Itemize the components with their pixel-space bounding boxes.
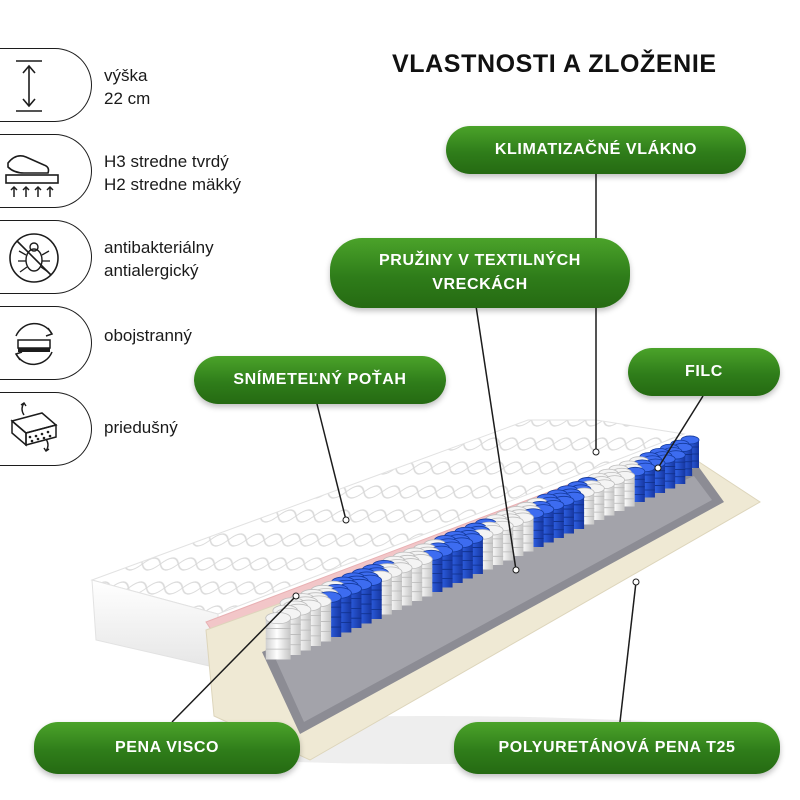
feature-firmness — [0, 134, 92, 208]
label-klimatizacne-vlakno: KLIMATIZAČNÉ VLÁKNO — [446, 126, 746, 174]
label-text: KLIMATIZAČNÉ VLÁKNO — [494, 141, 698, 158]
reversible-icon — [14, 322, 54, 366]
feature-reversible — [0, 306, 92, 380]
leader-dot — [342, 516, 350, 524]
feature-antibacterial-text: antibakteriálny antialergický — [104, 236, 214, 282]
leader-line-snimetelny — [315, 399, 347, 521]
label-text: SNÍMETEĽNÝ POŤAH — [233, 371, 407, 388]
label-text: PRUŽINY V TEXTILNÝCH — [379, 252, 581, 269]
leader-dot — [592, 448, 600, 456]
label-text: FILC — [685, 363, 723, 380]
leader-dot — [292, 592, 300, 600]
leader-dot — [632, 578, 640, 586]
height-arrow-icon — [16, 60, 42, 112]
feature-text-line: antialergický — [104, 261, 199, 280]
leader-line-visco — [171, 595, 297, 723]
leader-dot — [512, 566, 520, 574]
leader-line-polyuretan — [619, 581, 637, 723]
label-snimetelny-potah: SNÍMETEĽNÝ POŤAH — [194, 356, 446, 404]
feature-text-line: H3 stredne tvrdý — [104, 152, 229, 171]
label-text: VRECKÁCH — [432, 276, 528, 293]
felt-layer-inner — [276, 476, 712, 722]
feature-breathable-text: priedušný — [104, 416, 178, 439]
label-text: PENA VISCO — [114, 739, 220, 756]
feature-breathable — [0, 392, 92, 466]
label-pruziny: PRUŽINY V TEXTILNÝCH VRECKÁCH — [330, 238, 630, 308]
label-pena-visco: PENA VISCO — [34, 722, 300, 774]
feature-firmness-text: H3 stredne tvrdý H2 stredne mäkký — [104, 150, 241, 196]
pocket-springs — [265, 435, 700, 660]
firmness-icon — [5, 155, 59, 197]
section-title: VLASTNOSTI A ZLOŽENIE — [392, 50, 717, 78]
feature-text-line: výška — [104, 66, 148, 85]
feature-height — [0, 48, 92, 122]
leader-dot — [654, 464, 662, 472]
label-text: POLYURETÁNOVÁ PENA T25 — [498, 739, 736, 756]
feature-reversible-text: obojstranný — [104, 324, 192, 347]
feature-antibacterial — [0, 220, 92, 294]
feature-text-line: antibakteriálny — [104, 238, 214, 257]
breathable-icon — [10, 402, 58, 452]
feature-text-line: H2 stredne mäkký — [104, 175, 241, 194]
feature-height-text: výška 22 cm — [104, 64, 150, 110]
leader-line-filc — [657, 395, 704, 469]
feature-text-line: priedušný — [104, 418, 178, 437]
label-filc: FILC — [628, 348, 780, 396]
spring-coil-white — [265, 612, 292, 660]
label-polyuretanova-pena: POLYURETÁNOVÁ PENA T25 — [454, 722, 780, 774]
leader-line-pruziny — [475, 305, 517, 571]
feature-text-line: obojstranný — [104, 326, 192, 345]
feature-text-line: 22 cm — [104, 89, 151, 108]
no-mite-icon — [9, 233, 59, 283]
